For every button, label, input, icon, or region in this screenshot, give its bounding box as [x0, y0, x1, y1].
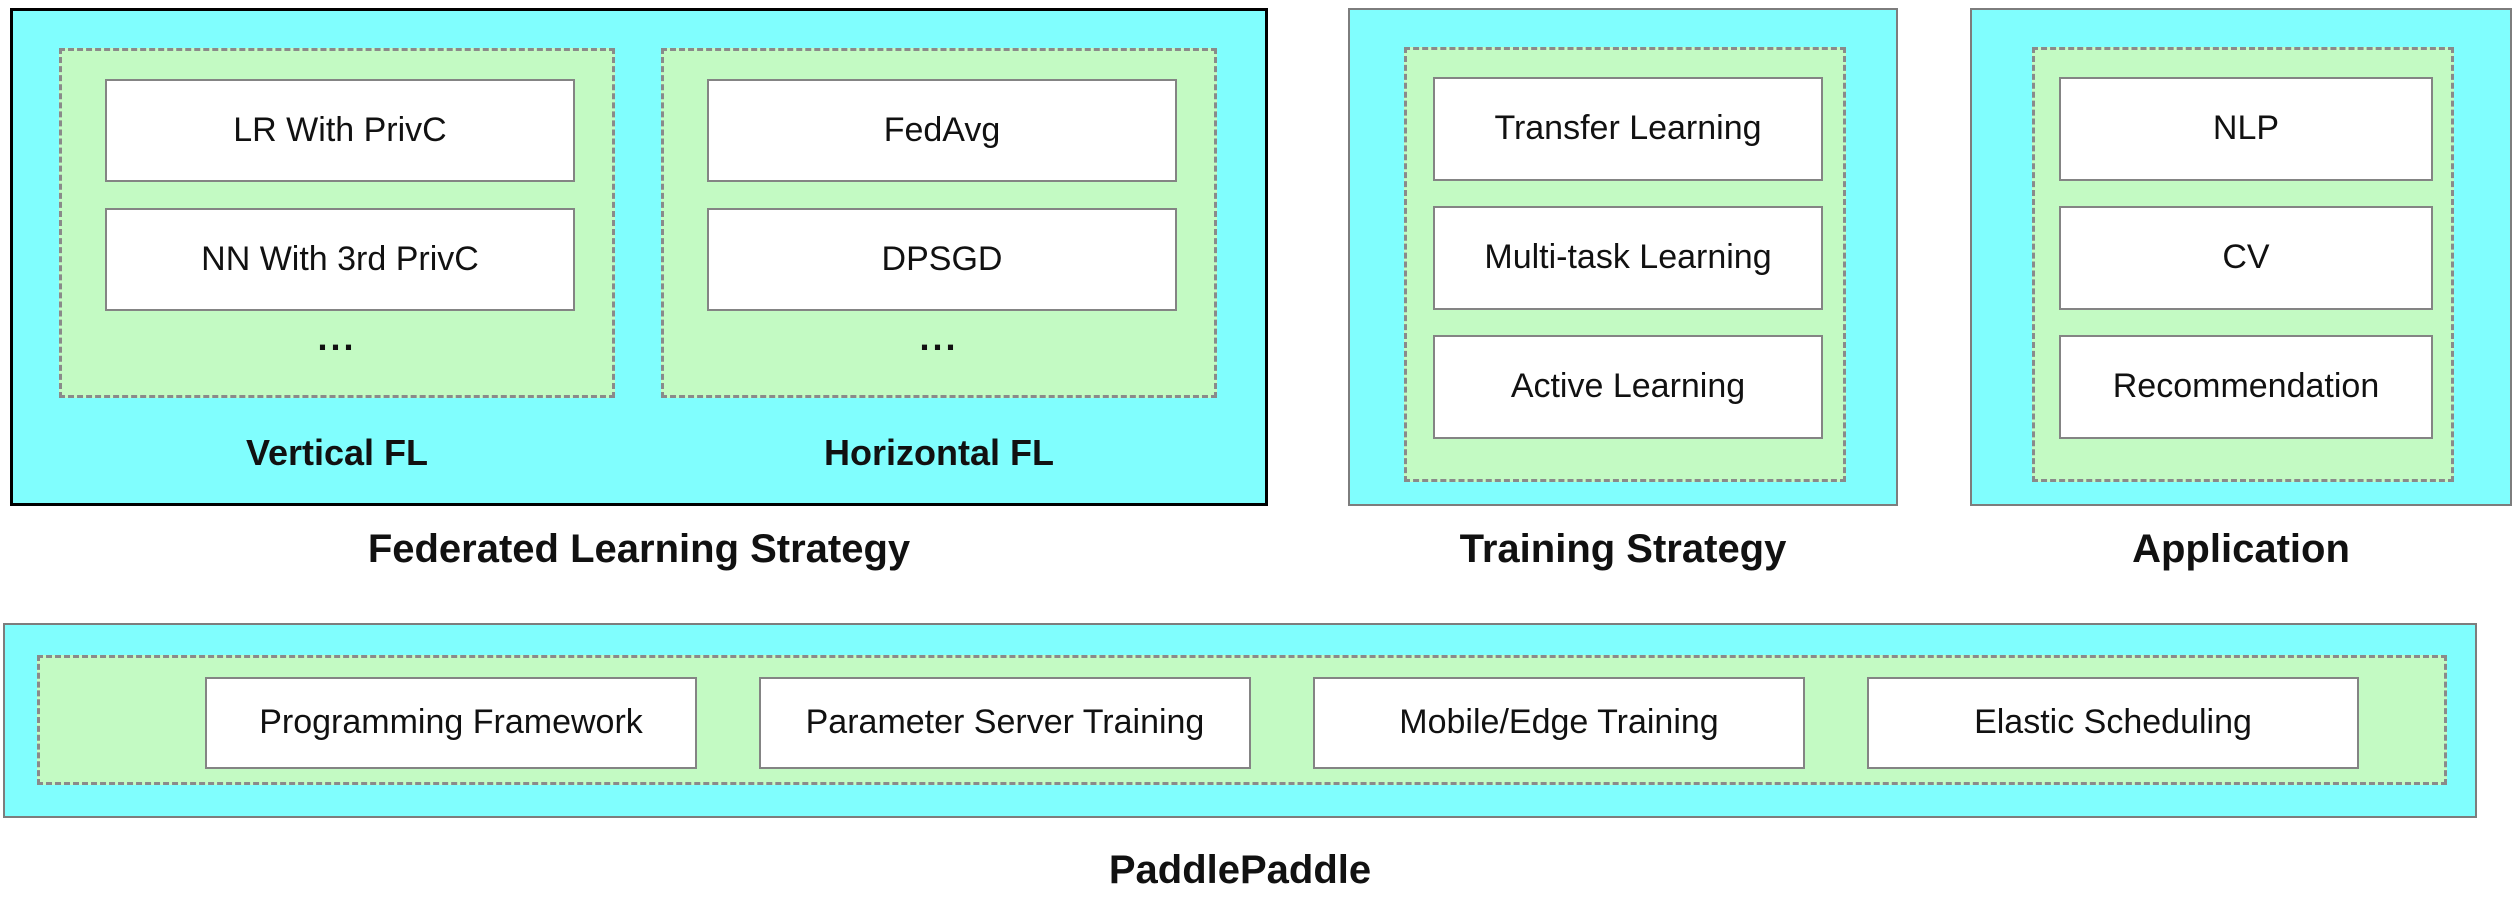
federated-learning-strategy-title: Federated Learning Strategy	[367, 527, 911, 571]
application-box: NLP CV Recommendation	[1970, 8, 2512, 506]
item-dpsgd: DPSGD	[707, 208, 1177, 311]
vertical-fl-label: Vertical FL	[245, 432, 429, 473]
item-mobile-edge-training: Mobile/Edge Training	[1313, 677, 1805, 769]
item-label: Parameter Server Training	[805, 703, 1205, 742]
item-multi-task-learning: Multi-task Learning	[1433, 206, 1823, 310]
item-label: FedAvg	[883, 110, 1001, 149]
item-nn-with-3rd-privc: NN With 3rd PrivC	[105, 208, 575, 311]
training-strategy-box: Transfer Learning Multi-task Learning Ac…	[1348, 8, 1898, 506]
application-title: Application	[2132, 527, 2350, 571]
application-group: NLP CV Recommendation	[2032, 47, 2454, 482]
item-label: CV	[2222, 238, 2270, 277]
item-label: Active Learning	[1510, 367, 1746, 406]
federated-learning-strategy-box: LR With PrivC NN With 3rd PrivC ... FedA…	[10, 8, 1268, 506]
paddlepaddle-title: PaddlePaddle	[1108, 848, 1372, 892]
item-label: Multi-task Learning	[1484, 238, 1772, 277]
item-active-learning: Active Learning	[1433, 335, 1823, 439]
item-recommendation: Recommendation	[2059, 335, 2433, 439]
ellipsis-more-items: ...	[317, 317, 357, 358]
training-strategy-group: Transfer Learning Multi-task Learning Ac…	[1404, 47, 1846, 482]
item-transfer-learning: Transfer Learning	[1433, 77, 1823, 181]
horizontal-fl-group: FedAvg DPSGD ...	[661, 48, 1217, 398]
item-cv: CV	[2059, 206, 2433, 310]
item-label: Recommendation	[2112, 367, 2380, 406]
horizontal-fl-label: Horizontal FL	[824, 432, 1054, 473]
item-lr-with-privc: LR With PrivC	[105, 79, 575, 182]
item-nlp: NLP	[2059, 77, 2433, 181]
item-label: Programming Framework	[259, 703, 643, 742]
item-parameter-server-training: Parameter Server Training	[759, 677, 1251, 769]
item-label: NLP	[2212, 109, 2280, 148]
item-label: NN With 3rd PrivC	[201, 239, 479, 278]
item-label: LR With PrivC	[233, 110, 447, 149]
item-label: DPSGD	[881, 239, 1003, 278]
paddlepaddle-group: Programming Framework Parameter Server T…	[37, 655, 2447, 785]
paddlepaddle-box: Programming Framework Parameter Server T…	[3, 623, 2477, 818]
item-fedavg: FedAvg	[707, 79, 1177, 182]
vertical-fl-group: LR With PrivC NN With 3rd PrivC ...	[59, 48, 615, 398]
item-programming-framework: Programming Framework	[205, 677, 697, 769]
item-label: Transfer Learning	[1494, 109, 1762, 148]
item-elastic-scheduling: Elastic Scheduling	[1867, 677, 2359, 769]
ellipsis-more-items: ...	[919, 317, 959, 358]
item-label: Elastic Scheduling	[1974, 703, 2252, 742]
item-label: Mobile/Edge Training	[1399, 703, 1719, 742]
training-strategy-title: Training Strategy	[1459, 527, 1787, 571]
